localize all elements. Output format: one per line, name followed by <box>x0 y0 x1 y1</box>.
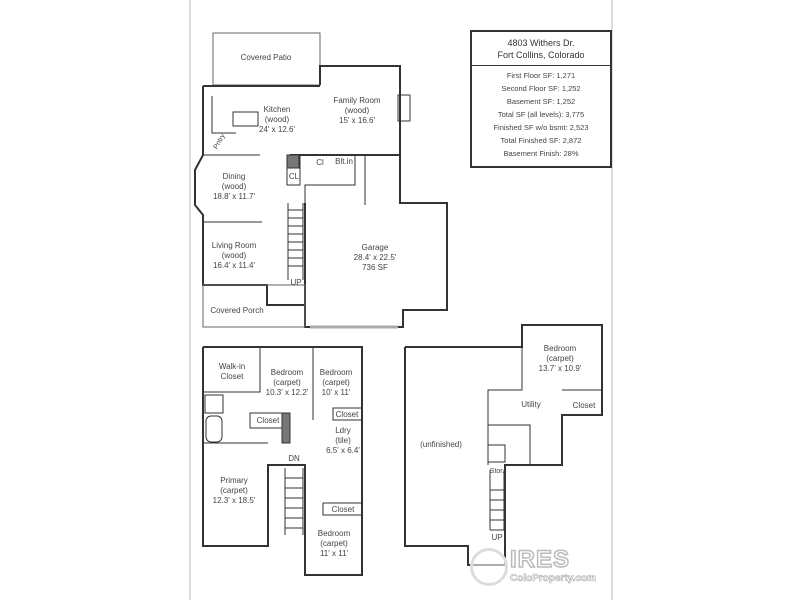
closet-c-label: Closet <box>331 505 355 514</box>
stairs-up-label: UP <box>290 278 302 287</box>
closet-label-2: Cl <box>316 158 324 167</box>
room-name: Living Room <box>211 241 257 250</box>
room-floor: (tile) <box>335 436 351 445</box>
room-size: 28.4' x 22.5' <box>353 253 397 262</box>
basement-stairs-up-label: UP <box>490 533 504 543</box>
room-size: 11' x 11' <box>319 549 349 558</box>
basement-finish: Basement Finish: 28% <box>503 149 579 158</box>
second-floor-sf: Second Floor SF: 1,252 <box>501 84 581 93</box>
room-name: Family Room <box>333 96 381 105</box>
watermark-site: ColoProperty.com <box>510 573 597 585</box>
finished-sf-no-bsmt: Finished SF w/o bsmt: 2,523 <box>493 123 589 132</box>
house-logo-icon <box>470 548 508 586</box>
covered-porch-label: Covered Porch <box>210 306 264 315</box>
address: 4803 Withers Dr. <box>507 38 575 48</box>
room-floor: (wood) <box>344 106 370 115</box>
room-floor: (carpet) <box>220 486 248 495</box>
room-name: Primary <box>220 476 248 485</box>
room-name: Dining <box>222 172 246 181</box>
basement-stairs <box>489 470 505 531</box>
closet-b-label: Closet <box>335 410 359 419</box>
room-name-2: Closet <box>220 372 244 381</box>
room-floor: (wood) <box>264 115 290 124</box>
bedroom-c-label: Bedroom(carpet)11' x 11' <box>318 529 350 559</box>
dining-label: Dining(wood)18.8' x 11.7' <box>213 172 255 202</box>
kitchen-label: Kitchen(wood)24' x 12.6' <box>259 105 295 135</box>
utility-label: Utility <box>521 400 541 409</box>
room-size: 10' x 11' <box>321 388 351 397</box>
room-area: 736 SF <box>362 263 388 272</box>
stairs-down-label: DN <box>288 454 300 463</box>
room-name: Kitchen <box>263 105 291 114</box>
bedroom-a-label: Bedroom(carpet)10.3' x 12.2' <box>266 368 309 398</box>
second-floor-walls <box>202 346 363 576</box>
room-size: 15' x 16.6' <box>339 116 375 125</box>
room-size: 6.5' x 6.4' <box>326 446 360 455</box>
room-name: Ldry <box>335 426 351 435</box>
room-floor: (carpet) <box>273 378 301 387</box>
room-name: Bedroom <box>319 368 353 377</box>
room-floor: (carpet) <box>320 539 348 548</box>
basement-closet-label: Closet <box>572 401 596 410</box>
room-name: Garage <box>361 243 389 252</box>
room-size: 24' x 12.6' <box>259 125 295 134</box>
room-floor: (carpet) <box>546 354 574 363</box>
room-name: Bedroom <box>270 368 304 377</box>
first-floor-sf: First Floor SF: 1,271 <box>506 71 576 80</box>
unfinished-label: (unfinished) <box>420 440 462 449</box>
total-finished-sf: Total Finished SF: 2,872 <box>500 136 582 145</box>
room-floor: (wood) <box>221 182 247 191</box>
ires-watermark: IRES ColoProperty.com <box>470 545 610 590</box>
basement-walls <box>404 324 603 566</box>
room-floor: (carpet) <box>322 378 350 387</box>
built-in-label: Blt.in <box>335 157 353 166</box>
basement-sf: Basement SF: 1,252 <box>506 97 576 106</box>
city: Fort Collins, Colorado <box>497 50 585 60</box>
closet-label-1: CL <box>288 172 300 181</box>
room-floor: (wood) <box>221 251 247 260</box>
basement-bedroom-label: Bedroom(carpet)13.7' x 10.9' <box>539 344 582 374</box>
room-size: 10.3' x 12.2' <box>265 388 309 397</box>
room-name: Bedroom <box>317 529 351 538</box>
covered-patio-label: Covered Patio <box>240 53 292 62</box>
primary-bedroom-label: Primary(carpet)12.3' x 18.5' <box>213 476 256 506</box>
room-size: 13.7' x 10.9' <box>538 364 582 373</box>
total-sf: Total SF (all levels): 3,775 <box>497 110 585 119</box>
room-size: 12.3' x 18.5' <box>212 496 256 505</box>
room-size: 16.4' x 11.4' <box>212 261 256 270</box>
second-floor-stairs <box>284 468 304 535</box>
property-info-box: 4803 Withers Dr. Fort Collins, Colorado … <box>470 30 612 168</box>
room-name: Bedroom <box>543 344 577 353</box>
closet-a-label: Closet <box>256 416 280 425</box>
room-size: 18.8' x 11.7' <box>212 192 256 201</box>
storage-label: Stor. <box>489 468 505 475</box>
laundry-label: Ldry(tile)6.5' x 6.4' <box>326 426 360 456</box>
living-room-label: Living Room(wood)16.4' x 11.4' <box>212 241 256 271</box>
watermark-brand: IRES <box>509 545 571 574</box>
bedroom-b-label: Bedroom(carpet)10' x 11' <box>320 368 352 398</box>
family-room-label: Family Room(wood)15' x 16.6' <box>333 96 380 126</box>
room-name: Walk-in <box>218 362 246 371</box>
first-floor-stairs <box>287 203 304 280</box>
